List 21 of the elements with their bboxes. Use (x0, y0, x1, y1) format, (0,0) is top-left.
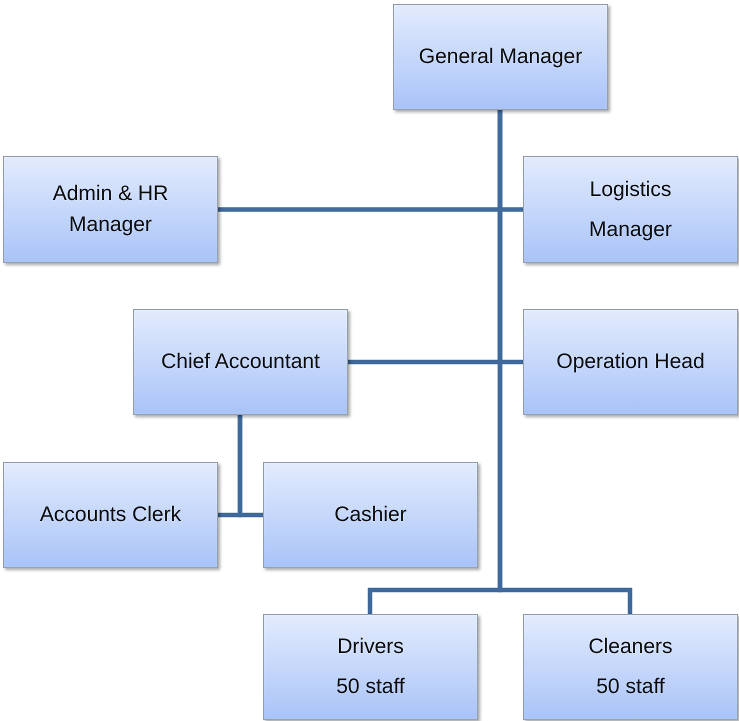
position-box (3, 156, 218, 263)
position-box (133, 309, 348, 415)
position-title: Chief Accountant (161, 348, 320, 375)
position-title: Operation Head (556, 348, 705, 375)
position-box (523, 309, 738, 415)
position-title: Cashier (334, 502, 407, 528)
position-title: Accounts Clerk (40, 502, 182, 528)
position-box (393, 4, 608, 110)
position-box (523, 614, 738, 720)
staff-count: 50 staff (336, 674, 405, 700)
position-box (263, 462, 478, 568)
position-title: Admin & HR Manager (52, 181, 170, 238)
position-box (523, 156, 738, 263)
position-title: Drivers (337, 634, 404, 660)
position-title: Cleaners (588, 634, 673, 660)
position-box (263, 614, 478, 720)
connector-line (238, 415, 263, 518)
position-title: General Manager (418, 44, 582, 70)
staff-count: 50 staff (596, 674, 665, 700)
position-title: Logistics Manager (588, 176, 673, 242)
position-box (3, 462, 218, 568)
